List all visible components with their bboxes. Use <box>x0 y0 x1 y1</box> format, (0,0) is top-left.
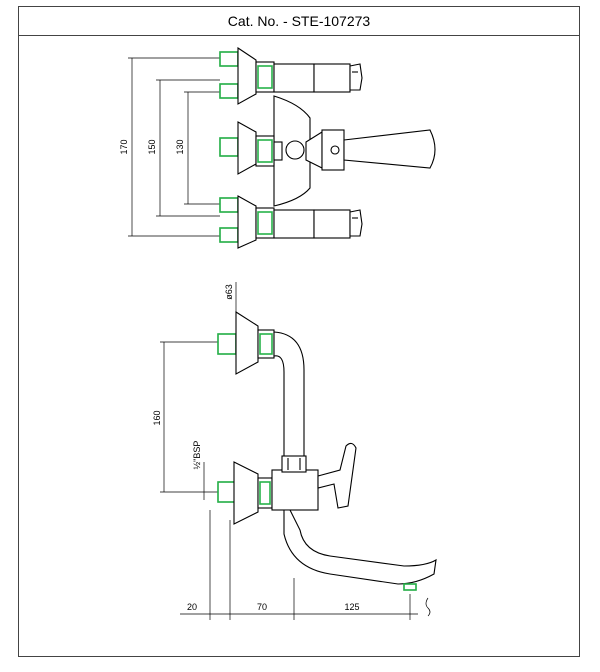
dim-70: 70 <box>257 602 267 612</box>
side-lever <box>317 442 357 509</box>
dim-160: 160 <box>152 410 162 425</box>
upper-inlet <box>219 46 363 105</box>
middle-diverter <box>219 121 436 175</box>
aerator-highlight <box>403 583 417 591</box>
spout <box>283 509 437 585</box>
side-view: ø63 160 ½"BSP <box>152 282 437 620</box>
dim-125: 125 <box>344 602 359 612</box>
drawing-sheet: Cat. No. - STE-107273 <box>18 6 580 657</box>
lower-inlet <box>219 195 363 249</box>
catalog-title: Cat. No. - STE-107273 <box>19 7 579 36</box>
riser-pipe <box>273 331 305 457</box>
bottom-dimension-lines <box>180 510 418 620</box>
dim-diameter: ø63 <box>224 284 234 300</box>
side-upper-inlet <box>217 310 275 375</box>
diverter-handle <box>343 129 436 169</box>
mixer-body <box>271 469 319 511</box>
side-lower-inlet <box>217 461 273 525</box>
dim-150: 150 <box>147 139 157 154</box>
dim-20: 20 <box>187 602 197 612</box>
flow-arrow-icon <box>425 597 431 617</box>
dim-170: 170 <box>119 139 129 154</box>
dim-thread: ½"BSP <box>192 441 202 470</box>
top-dimension-lines <box>128 57 220 237</box>
top-view: 170 150 130 <box>119 46 436 249</box>
dim-130: 130 <box>175 139 185 154</box>
